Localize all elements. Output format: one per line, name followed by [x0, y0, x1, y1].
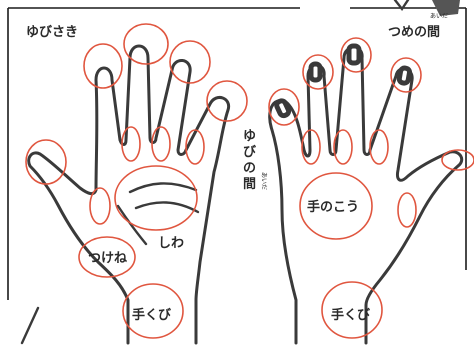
label-tekubi-right: 手くび [331, 307, 371, 323]
label-te-no-kou: 手のこう [307, 199, 359, 215]
marker-back-between-4 [398, 193, 416, 227]
index-nail [311, 64, 320, 80]
label-yubi-no-aida-4: 間 [243, 177, 256, 192]
label-yubi-no-aida-3: の [243, 161, 256, 176]
marker-between-thumb-index [90, 188, 110, 224]
palm-hand [26, 24, 247, 343]
palm-crease-1 [130, 183, 196, 192]
label-shiwa: しわ [158, 236, 184, 251]
marker-back-between-3 [370, 130, 388, 164]
marker-index-tip [84, 44, 122, 88]
label-yubi-ruby: あいだ [260, 172, 267, 190]
back-hand-outline [270, 48, 462, 344]
back-hand [269, 38, 474, 343]
marker-palm-creases [115, 166, 197, 230]
label-tekubi-left: 手くび [132, 307, 172, 323]
marker-between-middle-ring [152, 127, 170, 161]
palm-hand-outline [29, 46, 229, 343]
marker-thumb-tip [26, 140, 66, 184]
ring-nail [399, 67, 410, 83]
label-tsukene: つけね [88, 251, 127, 266]
label-yubisaki: ゆびさき [26, 25, 78, 40]
label-yubi-no-aida-2: び [243, 145, 257, 160]
label-tsume-ruby: あいだ [430, 13, 448, 20]
palm-crease-3 [118, 206, 146, 244]
bottom-left-slash [22, 308, 38, 343]
palm-crease-2 [136, 202, 198, 212]
marker-middle-tip [124, 24, 168, 64]
label-yubi-no-aida-1: ゆ [243, 129, 256, 144]
middle-nail [349, 46, 359, 63]
label-tsume-no-aida: つめの間 [388, 25, 440, 40]
